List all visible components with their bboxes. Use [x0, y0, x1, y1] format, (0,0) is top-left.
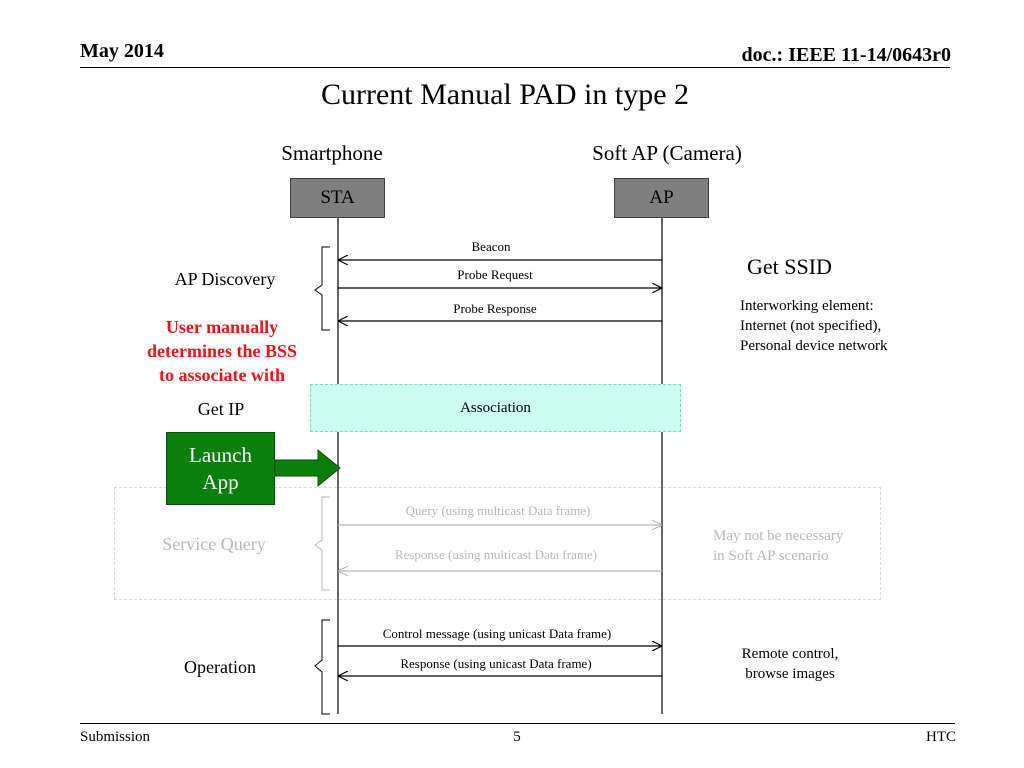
get-ip-label: Get IP — [197, 399, 245, 419]
slide-title: Current Manual PAD in type 2 — [320, 78, 690, 111]
control-message-label: Control message (using unicast Data fram… — [382, 626, 612, 641]
sta-box: STA — [290, 178, 385, 218]
response-unicast-label: Response (using unicast Data frame) — [400, 656, 592, 671]
probe-response-label: Probe Response — [453, 301, 537, 316]
get-ssid-note: Get SSID — [747, 254, 832, 279]
association-band: Association — [310, 384, 681, 432]
launch-app-arrow — [274, 448, 341, 488]
operation-brace — [314, 619, 330, 715]
response-multicast-label: Response (using multicast Data frame) — [394, 547, 598, 562]
footer-submission: Submission — [80, 729, 151, 745]
service-query-brace — [314, 496, 330, 591]
interworking-note: Interworking element: Internet (not spec… — [740, 298, 888, 354]
soft-ap-label: Soft AP (Camera) — [592, 141, 742, 165]
header-rule — [80, 67, 950, 68]
footer-company: HTC — [926, 729, 956, 745]
remote-control-note: Remote control, browse images — [741, 646, 839, 682]
user-manual-note: User manually determines the BSS to asso… — [147, 317, 297, 385]
operation-label: Operation — [184, 657, 256, 677]
ap-box: AP — [614, 178, 709, 218]
launch-app-box: Launch App — [166, 432, 275, 505]
service-query-label: Service Query — [162, 534, 266, 554]
not-necessary-note: May not be necessary in Soft AP scenario — [713, 528, 844, 564]
header-doc-id: doc.: IEEE 11-14/0643r0 — [741, 44, 951, 66]
smartphone-label: Smartphone — [281, 141, 383, 165]
ap-discovery-label: AP Discovery — [174, 269, 276, 289]
beacon-label: Beacon — [471, 239, 511, 254]
query-label: Query (using multicast Data frame) — [405, 503, 591, 518]
service-query-region — [114, 487, 881, 600]
footer-page-number: 5 — [513, 729, 521, 745]
probe-request-label: Probe Request — [457, 267, 533, 282]
ap-discovery-brace — [314, 246, 330, 331]
footer-rule — [80, 723, 955, 724]
header-date: May 2014 — [80, 40, 164, 62]
